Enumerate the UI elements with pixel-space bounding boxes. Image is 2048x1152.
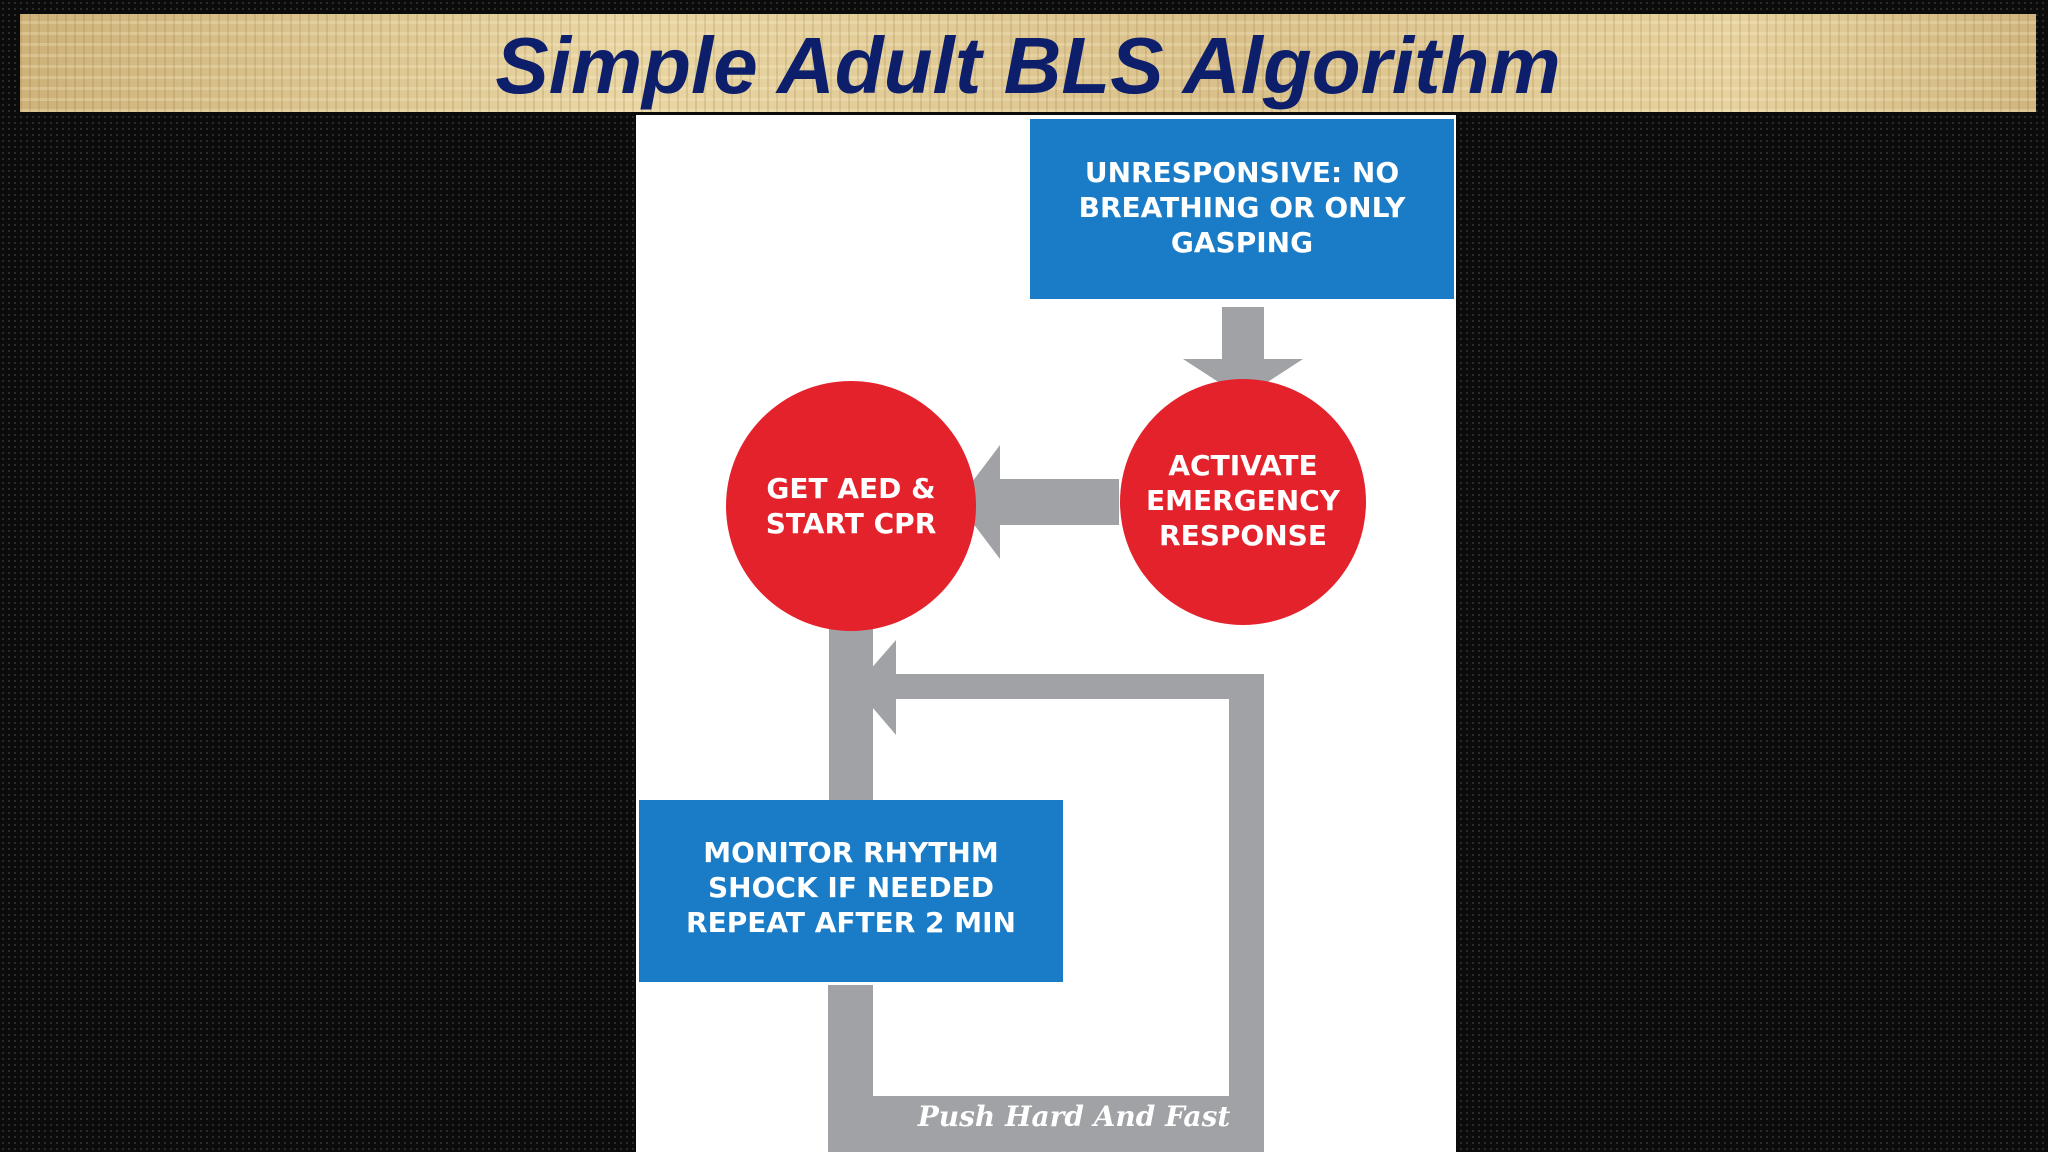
arrow-shaft-left bbox=[999, 479, 1119, 525]
loop-label: Push Hard And Fast bbox=[917, 1100, 1231, 1133]
flowchart-graphics bbox=[639, 119, 1454, 1152]
node-get-aed-label: GET AED & START CPR bbox=[765, 472, 937, 540]
arrow-head-down-1 bbox=[1183, 359, 1303, 398]
node-activate-label: ACTIVATE EMERGENCY RESPONSE bbox=[1145, 449, 1341, 552]
node-unresponsive-box bbox=[1030, 119, 1454, 299]
node-get-aed-circle bbox=[726, 381, 976, 631]
bls-flowchart: UNRESPONSIVE: NO BREATHING OR ONLY GASPI… bbox=[636, 115, 1456, 1152]
loop-arrowhead bbox=[855, 640, 896, 735]
node-monitor-box bbox=[639, 800, 1063, 982]
arrow-shaft-down-1 bbox=[1222, 307, 1264, 363]
title-banner: Simple Adult BLS Algorithm bbox=[20, 14, 2036, 112]
node-activate-circle bbox=[1120, 379, 1366, 625]
node-unresponsive-label: UNRESPONSIVE: NO BREATHING OR ONLY GASPI… bbox=[1078, 156, 1406, 259]
loop-arrow bbox=[828, 674, 1264, 1152]
arrow-head-left bbox=[957, 445, 1000, 559]
slide-title: Simple Adult BLS Algorithm bbox=[495, 21, 1561, 110]
node-monitor-label: MONITOR RHYTHM SHOCK IF NEEDED REPEAT AF… bbox=[686, 836, 1016, 939]
